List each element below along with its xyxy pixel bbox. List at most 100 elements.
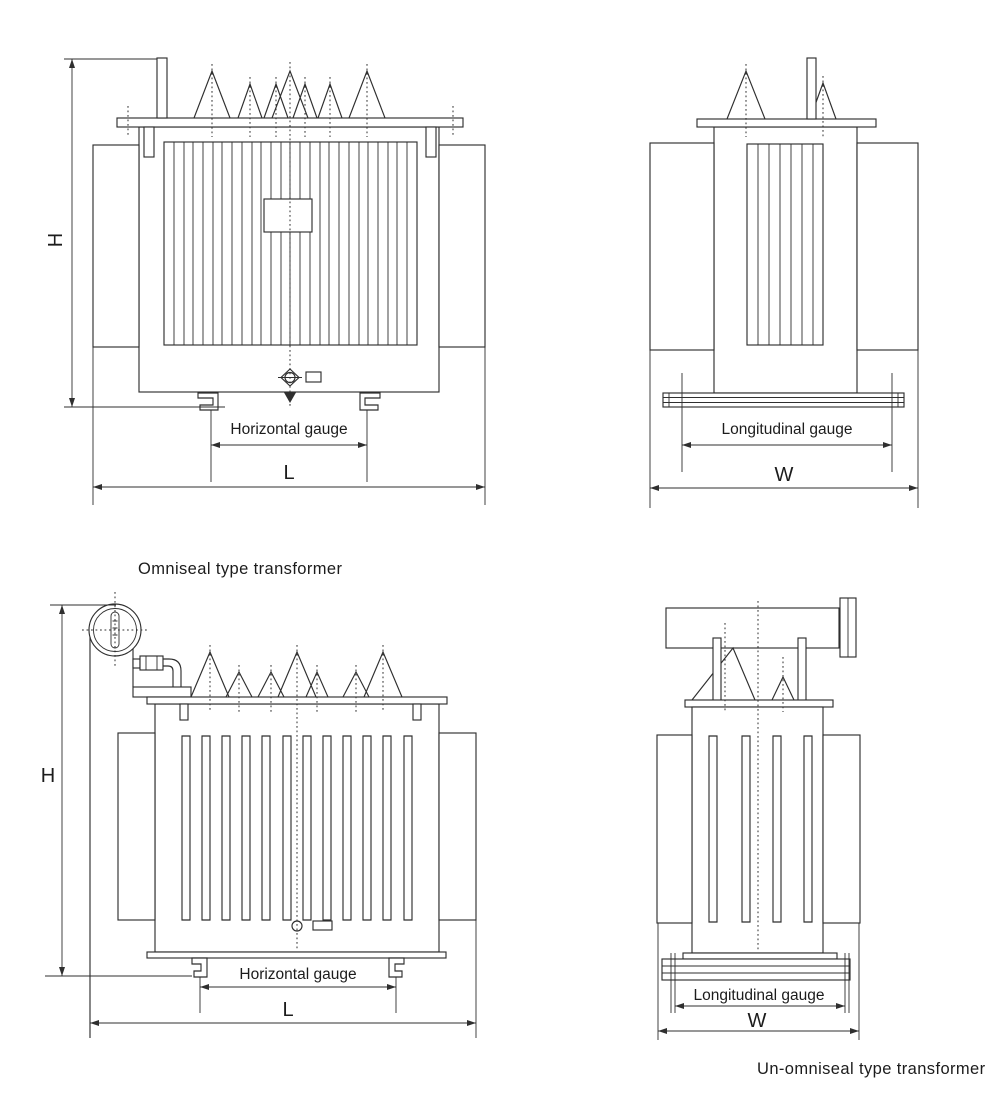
rail-outline (661, 958, 851, 981)
width-label: W (775, 464, 794, 486)
base-rail (661, 953, 851, 1013)
radiator-left (92, 144, 140, 348)
bushing-center-lines (211, 64, 368, 137)
omniseal-caption: Omniseal type transformer (138, 560, 343, 578)
top-pipe (156, 57, 168, 119)
un-omniseal-side-view: Longitudinal gauge W (656, 597, 861, 1040)
base-bracket-left (191, 957, 208, 978)
extension-lines (210, 410, 368, 482)
height-label: H (45, 233, 67, 247)
arrowhead-right (387, 984, 396, 990)
bushing-center-lines (209, 645, 384, 712)
arrowhead-right (850, 1028, 859, 1034)
radiator-right (822, 734, 861, 924)
arrowhead-left (200, 984, 209, 990)
length-dimension: L (90, 920, 477, 1038)
radiator-right (438, 732, 477, 921)
rail-inner-lines (663, 397, 904, 403)
support-post-left (712, 637, 722, 703)
arrowhead-down (69, 398, 75, 407)
arrowhead-right (909, 485, 918, 491)
omniseal-side-view: Longitudinal gauge W (649, 57, 919, 508)
lid-bolt-center-lines (127, 106, 454, 136)
horizontal-gauge-dimension: Horizontal gauge (210, 410, 368, 482)
vertical-rod (806, 57, 817, 120)
extension-lines (649, 350, 919, 508)
extension-lines (681, 373, 893, 472)
radiator-right (438, 144, 486, 348)
height-dimension: H (45, 58, 225, 408)
arrowhead-left (658, 1028, 667, 1034)
width-dimension: W (649, 350, 919, 508)
support-post-right (797, 637, 807, 703)
arrowhead-right (358, 442, 367, 448)
fin-lines (757, 144, 814, 345)
fin-slots (181, 735, 413, 921)
radiator-left (649, 142, 715, 351)
bushing-large-icon (726, 69, 766, 120)
fin-slots (708, 735, 813, 923)
bushing-large-icon (691, 646, 756, 701)
pipe-union-lines (145, 656, 158, 670)
omniseal-front-view: H Horizontal gauge L (45, 57, 486, 505)
longitudinal-gauge-dimension: Longitudinal gauge (681, 373, 893, 472)
pipe-elbow (163, 658, 182, 687)
conservator-tank (665, 607, 840, 649)
width-label: W (748, 1010, 767, 1032)
un-omniseal-front-view: H Horizontal gauge L (41, 592, 477, 1038)
longitudinal-gauge-dimension: Longitudinal gauge (675, 987, 845, 1009)
length-dimension: L (92, 347, 486, 505)
arrowhead-right (883, 442, 892, 448)
pipe-flange-plate (132, 686, 192, 698)
longitudinal-gauge-label: Longitudinal gauge (693, 987, 824, 1004)
bushing-small-icon (771, 675, 795, 701)
radiator-right (856, 142, 919, 351)
conservator-pipe (132, 655, 192, 698)
conservator-center-lines (82, 592, 149, 668)
arrowhead-left (93, 484, 102, 490)
lifting-lug-left (143, 126, 155, 158)
arrowhead-left (650, 485, 659, 491)
pipe-union (139, 655, 164, 671)
lifting-lug-left (179, 703, 189, 721)
extension-lines (657, 923, 860, 1040)
width-dimension: W (657, 923, 860, 1040)
rail-inner-lines (662, 965, 850, 974)
arrowhead-up (69, 59, 75, 68)
arrowhead-right (467, 1020, 476, 1026)
height-label: H (41, 765, 55, 787)
arrowhead-up (59, 605, 65, 614)
bushing-center-lines (745, 64, 824, 137)
fin-panel-outline (746, 143, 824, 346)
tank-lid (696, 118, 877, 128)
nameplate (263, 198, 313, 233)
base-bracket-right (388, 957, 405, 978)
bottom-flange (146, 951, 447, 959)
base-bracket-left (197, 392, 219, 411)
drain-valve-icon (278, 368, 302, 387)
extension-lines (199, 977, 397, 1013)
arrowhead-down (59, 967, 65, 976)
horizontal-gauge-dimension: Horizontal gauge (199, 966, 397, 1013)
arrowhead-left (682, 442, 691, 448)
tank-lid (116, 117, 464, 128)
bushing-center-lines (724, 623, 784, 712)
fin-lines (173, 142, 408, 345)
horizontal-gauge-label: Horizontal gauge (230, 421, 347, 438)
base-rail (662, 392, 905, 408)
arrowhead-left (675, 1003, 684, 1009)
tank-lid (684, 699, 834, 708)
arrowhead-right (836, 1003, 845, 1009)
base-bracket-right (359, 392, 381, 411)
arrowhead-right (476, 484, 485, 490)
length-label: L (282, 999, 293, 1021)
bottom-flange (682, 952, 838, 960)
radiator-left (117, 732, 156, 921)
lifting-lug-right (425, 126, 437, 158)
un-omniseal-caption: Un-omniseal type transformer (757, 1060, 986, 1078)
arrowhead-left (211, 442, 220, 448)
oil-plug (312, 920, 333, 931)
radiator-left (656, 734, 693, 924)
